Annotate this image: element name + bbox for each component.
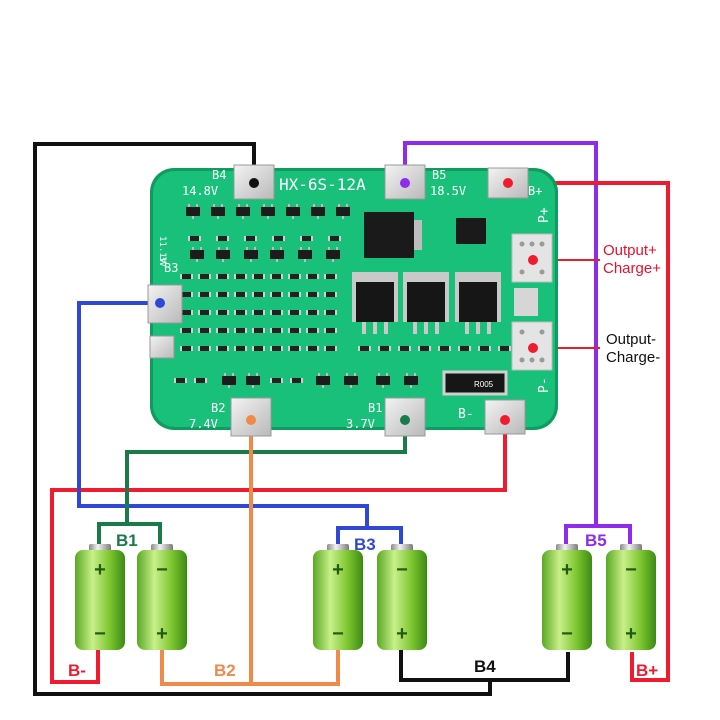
wires xyxy=(33,141,670,696)
pad-b3 xyxy=(147,284,183,324)
smd-pads-right xyxy=(514,288,538,316)
wire-label-b1: B1 xyxy=(116,531,138,550)
wire-b4-black-cell xyxy=(490,652,570,682)
label-charge-minus: Charge- xyxy=(606,349,660,366)
battery-cell-1: +− xyxy=(75,544,125,650)
battery-cell-6-bottom-mark: + xyxy=(625,623,637,645)
battery-cell-3-bottom-mark: − xyxy=(332,623,344,645)
battery-cell-5: +− xyxy=(542,544,592,650)
wire-label-bplus: B+ xyxy=(636,661,658,680)
pad-b1-name: B1 xyxy=(368,401,382,415)
side-mark-1: 11.1V xyxy=(157,236,167,264)
wire-b1-green xyxy=(97,424,407,548)
shunt-resistor-label: R005 xyxy=(474,380,494,389)
wire-b1-green-cell xyxy=(127,522,162,548)
wire-b3-blue xyxy=(77,301,369,548)
wire-label-b5: B5 xyxy=(585,531,607,550)
battery-cell-2-bottom-mark: + xyxy=(156,623,168,645)
pad-b4-name: B4 xyxy=(212,168,226,182)
pad-b5-voltage: 18.5V xyxy=(430,184,466,198)
label-output-plus: Output+ xyxy=(603,242,657,259)
pad-b3-name: B3 xyxy=(164,261,178,275)
board-model: HX-6S-12A xyxy=(279,175,366,194)
mosfet-2 xyxy=(403,272,449,334)
side-mark-2: 3V xyxy=(157,256,167,267)
label-charge-plus: Charge+ xyxy=(603,260,661,277)
battery-cell-6: −+ xyxy=(606,544,656,650)
battery-cell-1-top-mark: + xyxy=(94,559,106,581)
label-output-minus: Output- xyxy=(606,331,656,348)
ic-chip xyxy=(364,212,486,258)
pad-bplus-name: B+ xyxy=(528,184,542,198)
mosfet-3 xyxy=(455,272,501,334)
battery-cell-5-top-mark: + xyxy=(561,559,573,581)
pad-b1 xyxy=(384,397,426,437)
wire-b2-orange-cells xyxy=(160,650,340,686)
wire-bplus-red xyxy=(508,181,670,682)
pad-b2-voltage: 7.4V xyxy=(189,417,218,431)
battery-cell-6-top-mark: − xyxy=(625,559,637,581)
battery-cell-3: +− xyxy=(313,544,363,650)
battery-cell-4: −+ xyxy=(377,544,427,650)
pad-b1-voltage: 3.7V xyxy=(346,417,375,431)
wire-b5-purple-cell xyxy=(596,524,632,548)
pad-b2-name: B2 xyxy=(211,401,225,415)
battery-cell-2: −+ xyxy=(137,544,187,650)
battery-cells: +−−++−−++−−+ xyxy=(75,544,656,650)
wire-bminus-red xyxy=(50,424,507,684)
pad-b4-voltage: 14.8V xyxy=(182,184,218,198)
pad-pminus-name: P- xyxy=(537,377,552,393)
wire-end-dots xyxy=(155,178,538,425)
wire-b5-purple xyxy=(403,141,598,548)
shunt-resistor xyxy=(442,370,508,396)
battery-cell-1-bottom-mark: − xyxy=(94,623,106,645)
wire-label-bminus: B- xyxy=(68,661,86,680)
battery-cell-3-top-mark: + xyxy=(332,559,344,581)
pad-b2 xyxy=(230,397,272,437)
wire-label-b2: B2 xyxy=(214,661,236,680)
wire-b4-black xyxy=(33,142,492,696)
wire-b3-blue-cell xyxy=(367,526,403,548)
battery-cell-5-bottom-mark: − xyxy=(561,623,573,645)
battery-cell-4-bottom-mark: + xyxy=(396,623,408,645)
battery-cell-4-top-mark: − xyxy=(396,559,408,581)
pad-small-left xyxy=(149,335,175,359)
wire-label-b3: B3 xyxy=(354,535,376,554)
battery-cell-2-top-mark: − xyxy=(156,559,168,581)
bms-board: HX-6S-12A B4 14.8V B5 18.5V B+ B3 B2 7.4… xyxy=(147,164,558,437)
pad-b5-name: B5 xyxy=(432,168,446,182)
mosfet-1 xyxy=(352,272,398,334)
wire-label-b4: B4 xyxy=(474,657,496,676)
pad-pplus-name: P+ xyxy=(537,207,552,223)
pad-bminus-name: B- xyxy=(458,407,474,422)
